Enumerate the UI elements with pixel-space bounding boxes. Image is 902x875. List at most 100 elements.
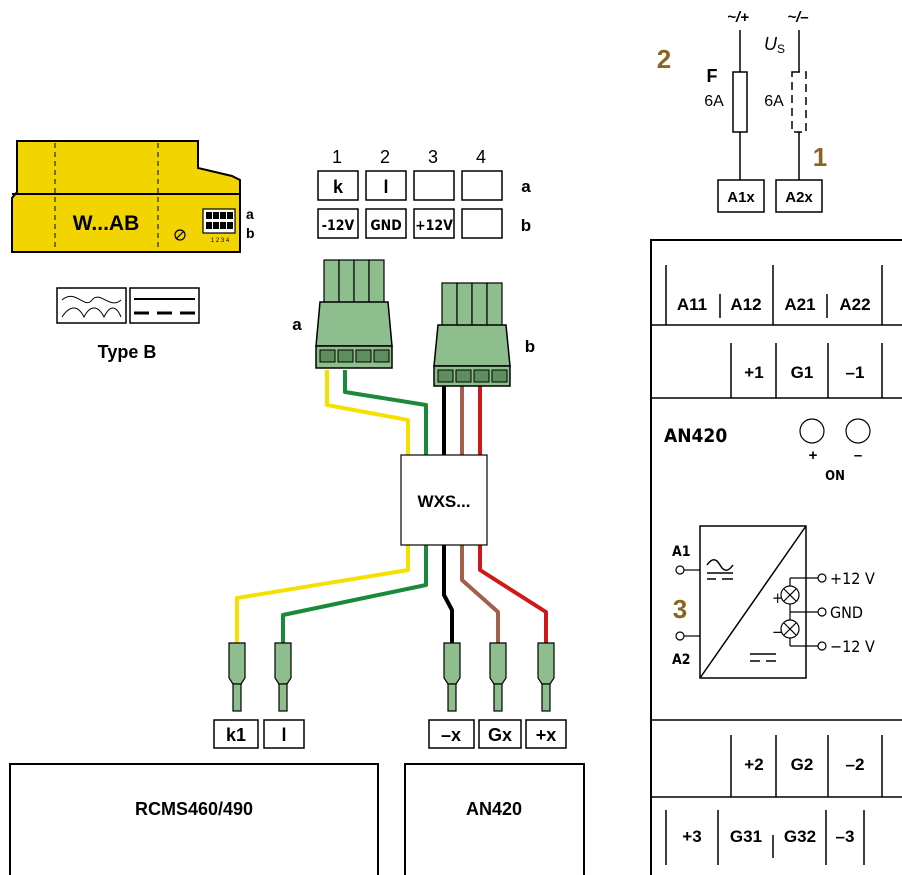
screw-icon	[174, 229, 186, 241]
output-terminal	[817, 607, 827, 617]
pin-cell	[317, 170, 359, 201]
term-g2: G2	[791, 755, 814, 774]
terminal-minus-x: –x	[441, 725, 461, 745]
adapter-box	[400, 454, 488, 546]
ac-wave-icon	[61, 295, 122, 304]
term-plus3: +3	[682, 827, 701, 846]
input-a1-label: A1	[672, 544, 691, 560]
pin-table: 1 2 3 4 k l a -12V GND +12V b	[317, 147, 531, 239]
socket-port-b: b	[246, 225, 255, 241]
term-a11: A11	[677, 295, 707, 314]
row-a-label: a	[521, 177, 531, 196]
fuse-rating-2: 6A	[764, 93, 784, 110]
pin-cell	[365, 208, 407, 239]
ferrule	[274, 642, 292, 712]
source-minus-label: −	[772, 623, 783, 641]
source-plus-label: +	[772, 589, 783, 607]
pin-a1: k	[333, 177, 344, 197]
term-minus1: –1	[846, 363, 865, 382]
marker-3: 3	[673, 594, 687, 624]
terminal-a2x-box	[775, 179, 823, 213]
terminal-k1: k1	[226, 725, 246, 745]
term-g31: G31	[730, 827, 762, 846]
terminal-l: l	[281, 725, 286, 745]
sensor-socket	[202, 208, 236, 234]
pin-col-4: 4	[476, 147, 486, 167]
pin-b3: +12V	[415, 218, 453, 234]
led-on-label: ON	[825, 469, 845, 484]
terminal-a1x: A1x	[727, 189, 755, 206]
pin-col-1: 1	[332, 147, 342, 167]
pin-cell	[461, 170, 503, 201]
pin-cell	[365, 170, 407, 201]
type-label: Type B	[98, 342, 157, 362]
sensor-body	[11, 140, 241, 253]
term-g1: G1	[791, 363, 814, 382]
supply-voltage-label: US	[764, 34, 785, 56]
type-b-symbol: Type B	[56, 287, 200, 362]
wire-black-bottom	[442, 545, 454, 645]
sensor-unit: W...AB 1 2 3 4 a b	[11, 140, 255, 253]
pin-b1: -12V	[322, 218, 355, 234]
marker-2: 2	[657, 44, 671, 74]
pulse-wave-icon	[61, 307, 122, 319]
supply-minus-label: ~/–	[787, 9, 808, 26]
term-g32: G32	[784, 827, 816, 846]
sensor-name: W...AB	[73, 212, 140, 235]
ferrule	[228, 642, 246, 712]
led-plus-icon	[799, 418, 825, 444]
ferrules	[228, 642, 555, 712]
wire-yellow-top	[325, 370, 410, 455]
pin-cell	[317, 208, 359, 239]
input-a1-terminal	[675, 565, 685, 575]
term-plus2: +2	[744, 755, 763, 774]
pin-cell	[413, 170, 455, 201]
fuse-rating-1: 6A	[704, 93, 724, 110]
pin-col-3: 3	[428, 147, 438, 167]
led-minus-icon	[845, 418, 871, 444]
an420-device-label: AN420	[466, 799, 522, 819]
ferrule	[537, 642, 555, 712]
screw-slot	[175, 230, 185, 240]
wire-yellow-bottom	[235, 545, 410, 645]
led-plus-label: +	[809, 447, 818, 464]
dc-symbol-box	[129, 287, 200, 324]
term-a21: A21	[784, 295, 815, 314]
adapter-label: WXS...	[418, 492, 471, 511]
ac-input-icon	[706, 559, 734, 571]
fuse-label: F	[707, 66, 718, 86]
row-b-label: b	[521, 216, 531, 235]
socket-port-a: a	[246, 206, 254, 222]
an420-device-box	[404, 763, 585, 875]
ferrule	[489, 642, 507, 712]
module-name: AN420	[664, 425, 727, 447]
term-a22: A22	[839, 295, 870, 314]
pin-col-2: 2	[380, 147, 390, 167]
term-minus3: –3	[836, 827, 855, 846]
fuse-f	[732, 71, 748, 133]
input-a2-terminal	[675, 631, 685, 641]
input-a2-label: A2	[672, 652, 691, 668]
output-terminal	[817, 641, 827, 651]
terminal-plus-x: +x	[536, 725, 557, 745]
supply-section: 2 ~/+ ~/– US F 6A 6A 1 A1x A2x	[657, 9, 827, 213]
plug-b-label: b	[525, 337, 535, 356]
output-gnd: GND	[830, 603, 863, 622]
plug-a: a	[292, 259, 393, 369]
ferrule	[443, 642, 461, 712]
rcms-device-label: RCMS460/490	[135, 799, 253, 819]
terminal-a2x: A2x	[785, 189, 813, 206]
output-terminal	[817, 573, 827, 583]
wire-red-bottom	[478, 545, 548, 645]
wire-brown-bottom	[460, 545, 500, 645]
supply-plus-label: ~/+	[727, 9, 749, 26]
converter-diagonal	[699, 525, 807, 679]
plug-b: b	[433, 282, 535, 387]
wires	[235, 370, 548, 645]
pin-b2: GND	[370, 218, 401, 234]
output-minus12v: −12 V	[830, 637, 875, 656]
term-plus1: +1	[744, 363, 763, 382]
ac-symbol-box	[56, 287, 127, 324]
